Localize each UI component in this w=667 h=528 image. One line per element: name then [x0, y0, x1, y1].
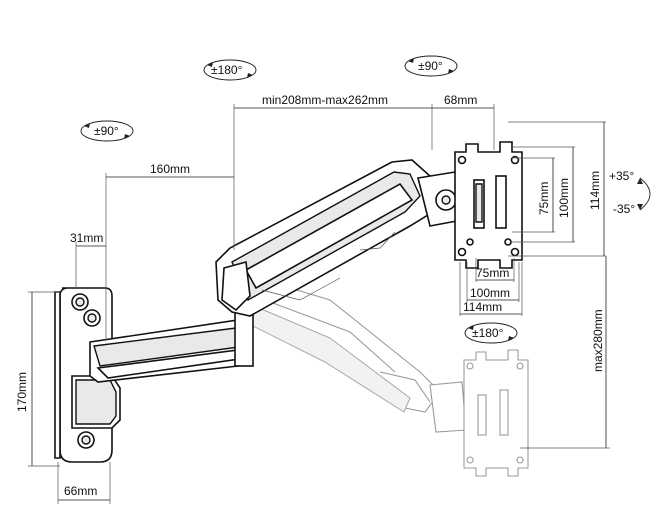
dim-wall-offset: 31mm: [70, 231, 106, 288]
dim-lower-arm: 160mm: [105, 162, 234, 340]
dim-vesa-horizontal: 75mm 100mm 114mm: [459, 258, 523, 316]
dim-vesa-114-h-label: 114mm: [588, 171, 602, 210]
rotation-head-swivel-label: ±90°: [418, 59, 443, 73]
lower-arm: [89, 309, 254, 383]
rotation-screen-rotation: ±180°: [464, 322, 518, 344]
dim-wall-plate-height-label: 170mm: [15, 372, 29, 412]
rotation-tilt-down-label: -35°: [613, 202, 635, 216]
dim-max-height: max280mm: [520, 256, 610, 449]
ghost-vesa-plate: [463, 349, 529, 477]
dim-head-offset-label: 68mm: [444, 93, 477, 107]
dim-wall-plate-height: 170mm: [15, 291, 60, 467]
dim-vesa-100-h-label: 100mm: [557, 178, 571, 218]
vesa-plate: [454, 141, 523, 269]
dim-arm-reach-label: min208mm-max262mm: [262, 93, 388, 107]
rotation-tilt: +35° -35°: [609, 169, 651, 216]
dim-vesa-114-w-label: 114mm: [463, 300, 502, 314]
dim-vesa-75-w-label: 75mm: [476, 266, 509, 280]
rotation-base-swivel-label: ±90°: [94, 124, 119, 138]
dim-head-offset: 68mm: [432, 93, 495, 150]
dim-lower-arm-label: 160mm: [150, 162, 190, 176]
dim-wall-plate-width-label: 66mm: [64, 484, 97, 498]
dim-wall-offset-label: 31mm: [70, 231, 103, 245]
rotation-base-swivel: ±90°: [80, 120, 134, 142]
rotation-arm-swivel: ±180°: [203, 59, 257, 81]
dim-vesa-100-w-label: 100mm: [470, 286, 510, 300]
rotation-tilt-up-label: +35°: [609, 169, 634, 183]
ghost-arm-lowered: [229, 269, 467, 433]
dim-vesa-75-h-label: 75mm: [537, 182, 551, 215]
upper-gas-arm: [215, 159, 437, 317]
rotation-arm-swivel-label: ±180°: [211, 63, 243, 77]
dim-arm-reach: min208mm-max262mm: [233, 93, 433, 250]
rotation-screen-rotation-label: ±180°: [472, 326, 504, 340]
dim-wall-plate-width: 66mm: [57, 462, 111, 504]
rotation-head-swivel: ±90°: [404, 55, 458, 77]
dim-max-height-label: max280mm: [591, 309, 605, 372]
dim-vesa-vertical: 75mm 100mm 114mm: [508, 121, 606, 257]
wall-plate: [54, 287, 121, 463]
